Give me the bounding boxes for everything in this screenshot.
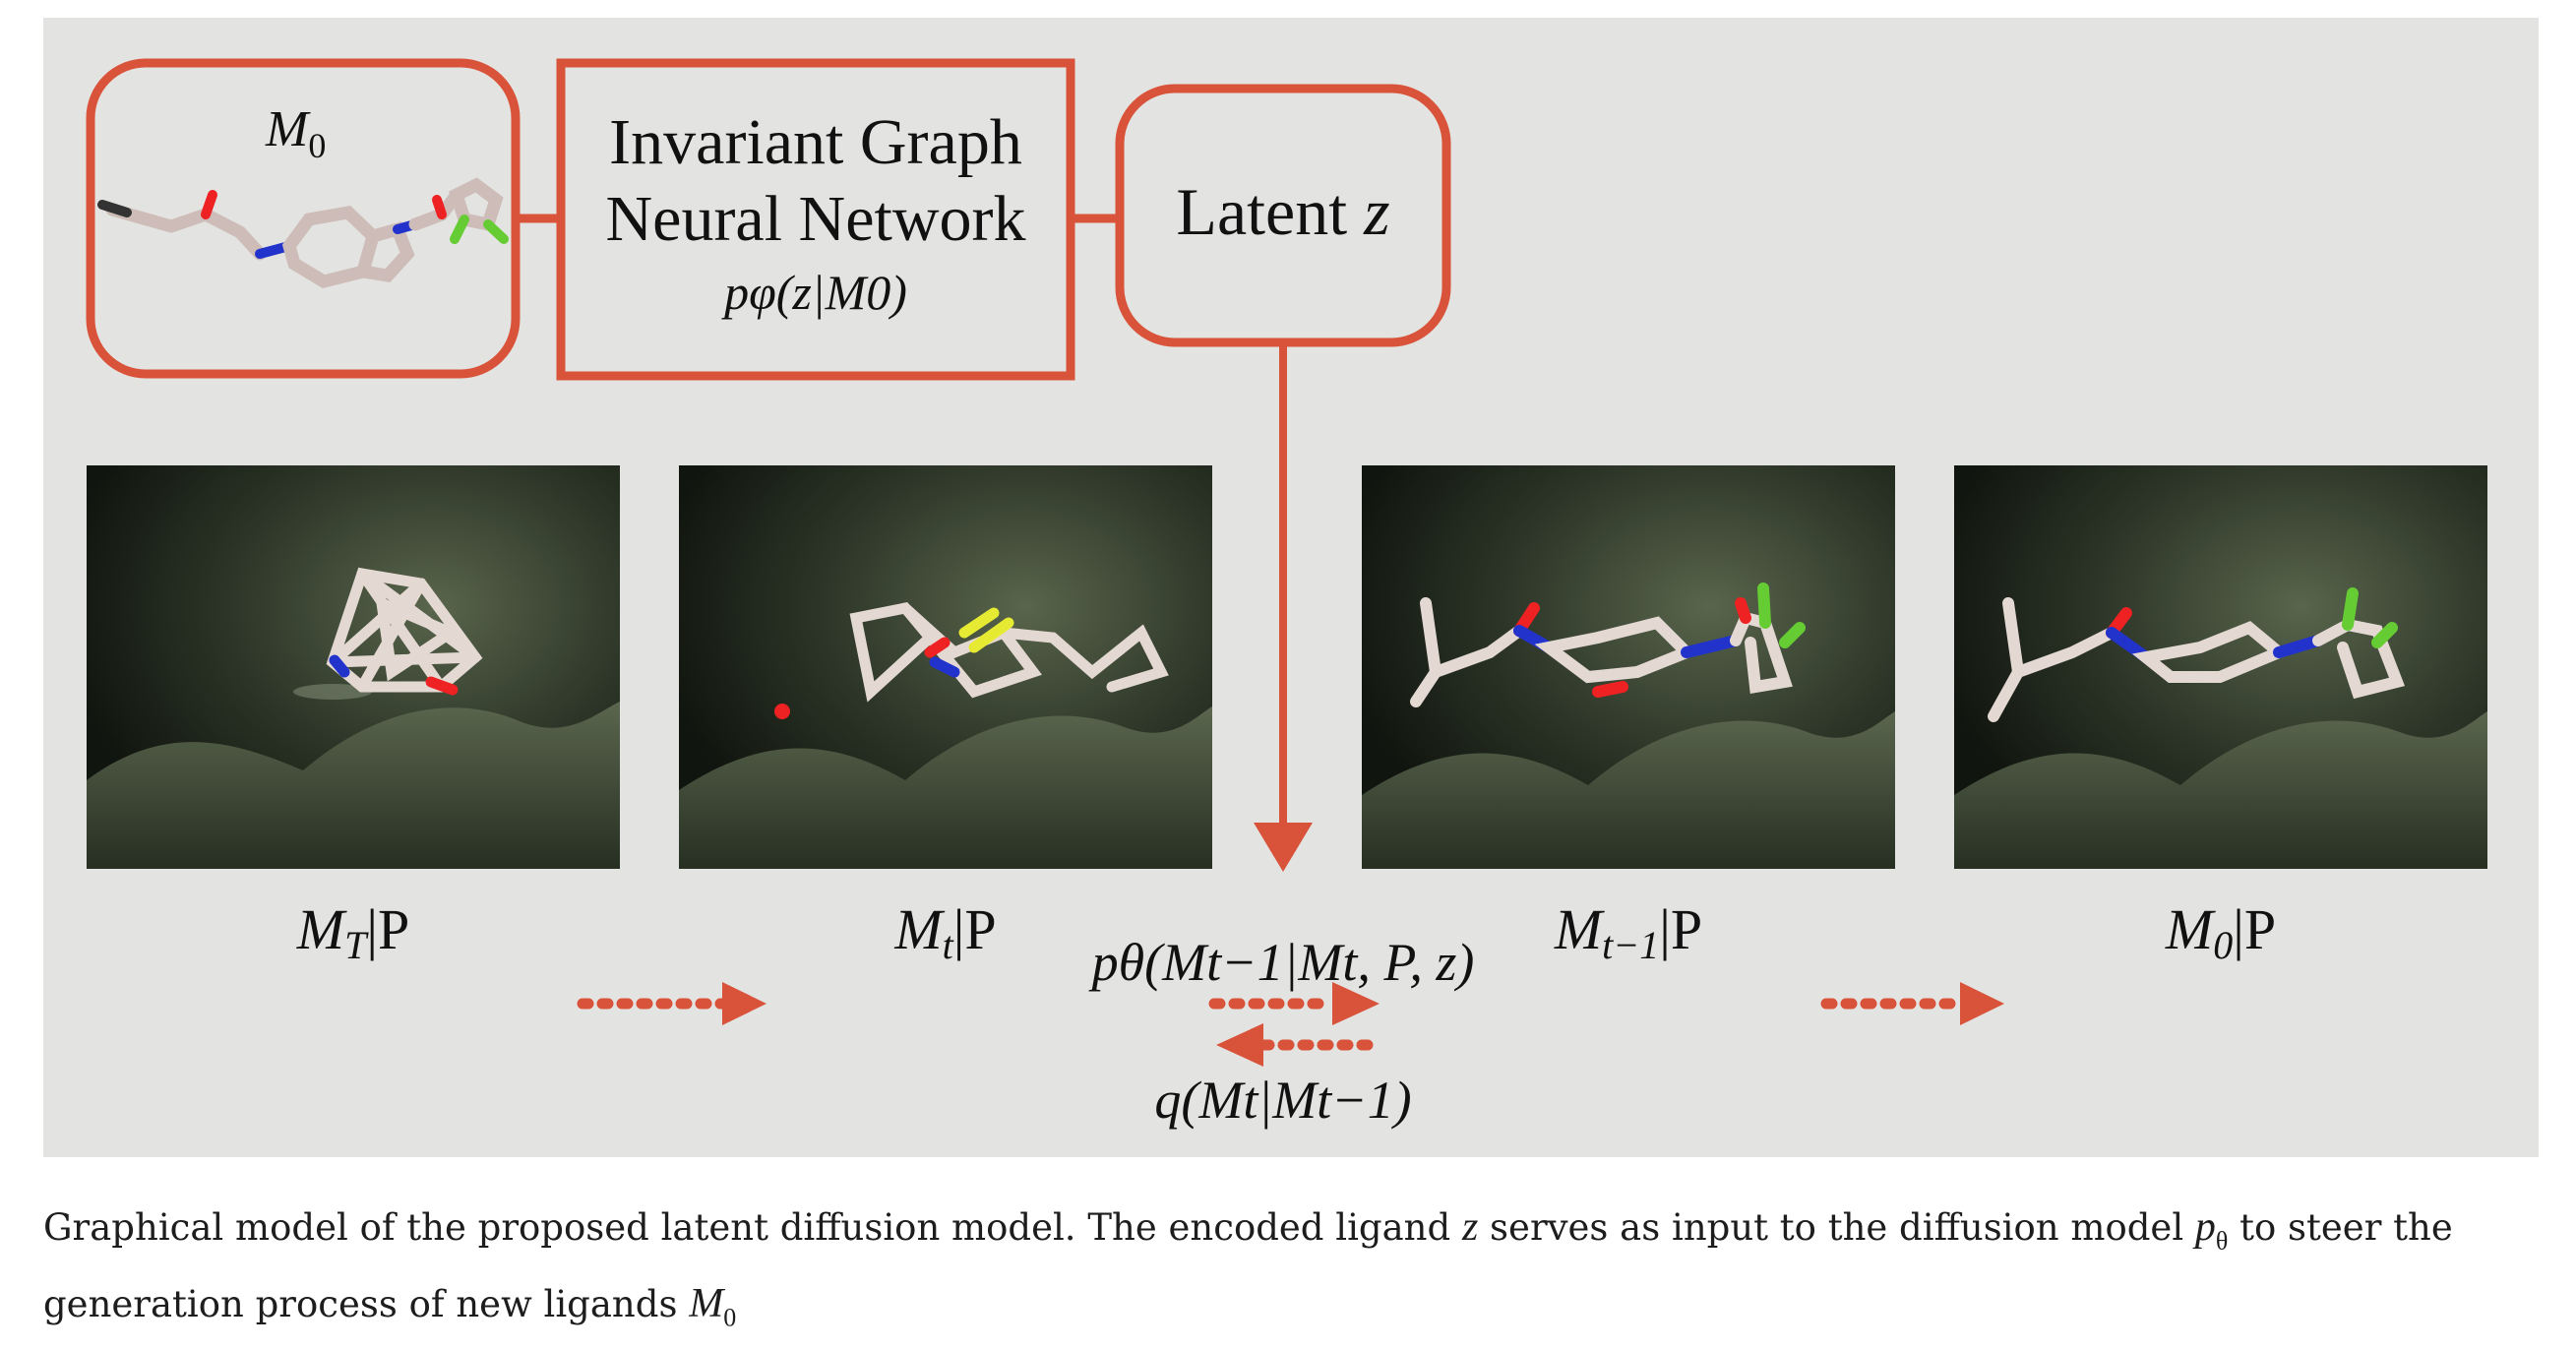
dotted-arrow-right [1820, 982, 2004, 1025]
ligand-mt-structure [849, 601, 1169, 703]
forward-process-label: q(Mt|Mt−1) [1154, 1071, 1411, 1130]
panel-mt-minus-1 [1362, 465, 1895, 869]
panel-label-mt-minus-1: Mt−1|P [1554, 897, 1702, 967]
ligand-mT-structure [326, 567, 483, 696]
figure: M0 Invariant Graph Neural Network pφ(z|M… [43, 18, 2539, 1157]
latent-diffusion-diagram: M0 Invariant Graph Neural Network pφ(z|M… [86, 58, 2487, 1130]
latent-box: Latent z [1115, 84, 1451, 347]
panel-label-mT: MT|P [296, 897, 409, 967]
figure-caption: Graphical model of the proposed latent d… [43, 1196, 2543, 1350]
ligand-m0-structure [97, 177, 509, 288]
encoder-box: M0 [86, 58, 521, 379]
gnn-formula: pφ(z|M0) [721, 265, 907, 320]
caption-text-1: Graphical model of the proposed latent d… [43, 1206, 1462, 1249]
gnn-box: Invariant Graph Neural Network pφ(z|M0) [556, 58, 1075, 381]
panel-label-m0: M0|P [2165, 897, 2276, 967]
caption-text-3: to steer the generation process of new l… [43, 1206, 2453, 1326]
reverse-process-arrow [1208, 982, 1380, 1025]
caption-z: z [1461, 1204, 1479, 1250]
panel-m0 [1954, 465, 2487, 869]
noise-atom [774, 704, 790, 719]
latent-label: Latent z [1176, 174, 1389, 249]
forward-process-arrow [1216, 1023, 1387, 1067]
ligand-mt-minus-1-structure [1410, 583, 1806, 707]
latent-arrow-head [1254, 823, 1313, 872]
caption-m0: M0 [689, 1281, 737, 1332]
gnn-title-line1: Invariant Graph [609, 106, 1022, 178]
panel-mT [87, 465, 620, 869]
panel-mt [679, 465, 1212, 869]
encoder-molecule-label: M0 [265, 101, 326, 165]
panel-label-mt: Mt|P [893, 897, 996, 967]
ligand-m0-docked-structure [1988, 587, 2406, 722]
reverse-process-label: pθ(Mt−1|Mt, P, z) [1088, 933, 1475, 992]
caption-text-2: serves as input to the diffusion model [1478, 1206, 2195, 1249]
gnn-title-line2: Neural Network [605, 183, 1025, 255]
caption-p-theta: pθ [2194, 1204, 2229, 1256]
dotted-arrow-left [577, 982, 767, 1025]
